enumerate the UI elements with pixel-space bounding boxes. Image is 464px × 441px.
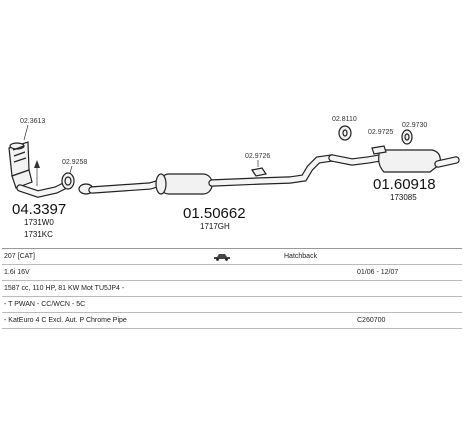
rear-part-number: 01.60918 — [373, 176, 436, 193]
model-cell: 207 [CAT] — [4, 253, 35, 260]
table-row: 1.6i 16V 01/06 - 12/07 — [2, 265, 462, 281]
middle-part-number: 01.50662 — [183, 205, 246, 222]
rear-silencer[interactable] — [328, 149, 460, 173]
code-cell: C260700 — [357, 317, 386, 324]
hanger-3[interactable] — [371, 145, 387, 155]
hatchback-car-icon — [213, 252, 231, 261]
hanger-2[interactable] — [338, 125, 352, 141]
middle-code: 1717GH — [200, 222, 230, 231]
hanger2-ref-label: 02.8110 — [332, 116, 357, 123]
hanger1-ref-label: 02.9726 — [245, 153, 270, 160]
spec-cell: 1587 cc, 110 HP, 81 KW Mot TU5JP4 - — [4, 285, 125, 292]
rear-code: 173085 — [390, 193, 417, 202]
cat-arrow-icon — [34, 160, 40, 186]
middle-silencer[interactable] — [88, 154, 336, 195]
hanger-4[interactable] — [401, 129, 413, 145]
clamp-part[interactable] — [61, 172, 94, 195]
table-row: - T PWAN - CC/WCN - 5C — [2, 297, 462, 313]
hanger3-ref-label: 02.9725 — [368, 129, 393, 136]
hanger4-ref-label: 02.9730 — [402, 122, 427, 129]
table-row: 1587 cc, 110 HP, 81 KW Mot TU5JP4 - — [2, 281, 462, 297]
years-cell: 01/06 - 12/07 — [357, 269, 399, 276]
clamp-ref-leader — [69, 165, 73, 174]
catalytic-converter[interactable] — [8, 141, 72, 198]
table-row: - KatEuro 4 C Excl. Aut. P Chrome Pipe C… — [2, 313, 462, 329]
cat-ref-label: 02.3613 — [20, 118, 45, 125]
cat-code-1: 1731W0 — [24, 218, 54, 227]
cat-part-number: 04.3397 — [12, 201, 66, 218]
hanger-1[interactable] — [251, 167, 267, 177]
table-row: 207 [CAT] Hatchback — [2, 249, 462, 265]
cat-ref-leader — [23, 124, 29, 141]
cat-code-2: 1731KC — [24, 230, 53, 239]
engine-cell: 1.6i 16V — [4, 269, 30, 276]
body-type-cell: Hatchback — [284, 253, 318, 260]
clamp-ref-label: 02.9258 — [62, 159, 87, 166]
note-cell: - KatEuro 4 C Excl. Aut. P Chrome Pipe — [4, 317, 127, 324]
note-cell: - T PWAN - CC/WCN - 5C — [4, 301, 86, 308]
table-top-rule — [2, 248, 462, 249]
